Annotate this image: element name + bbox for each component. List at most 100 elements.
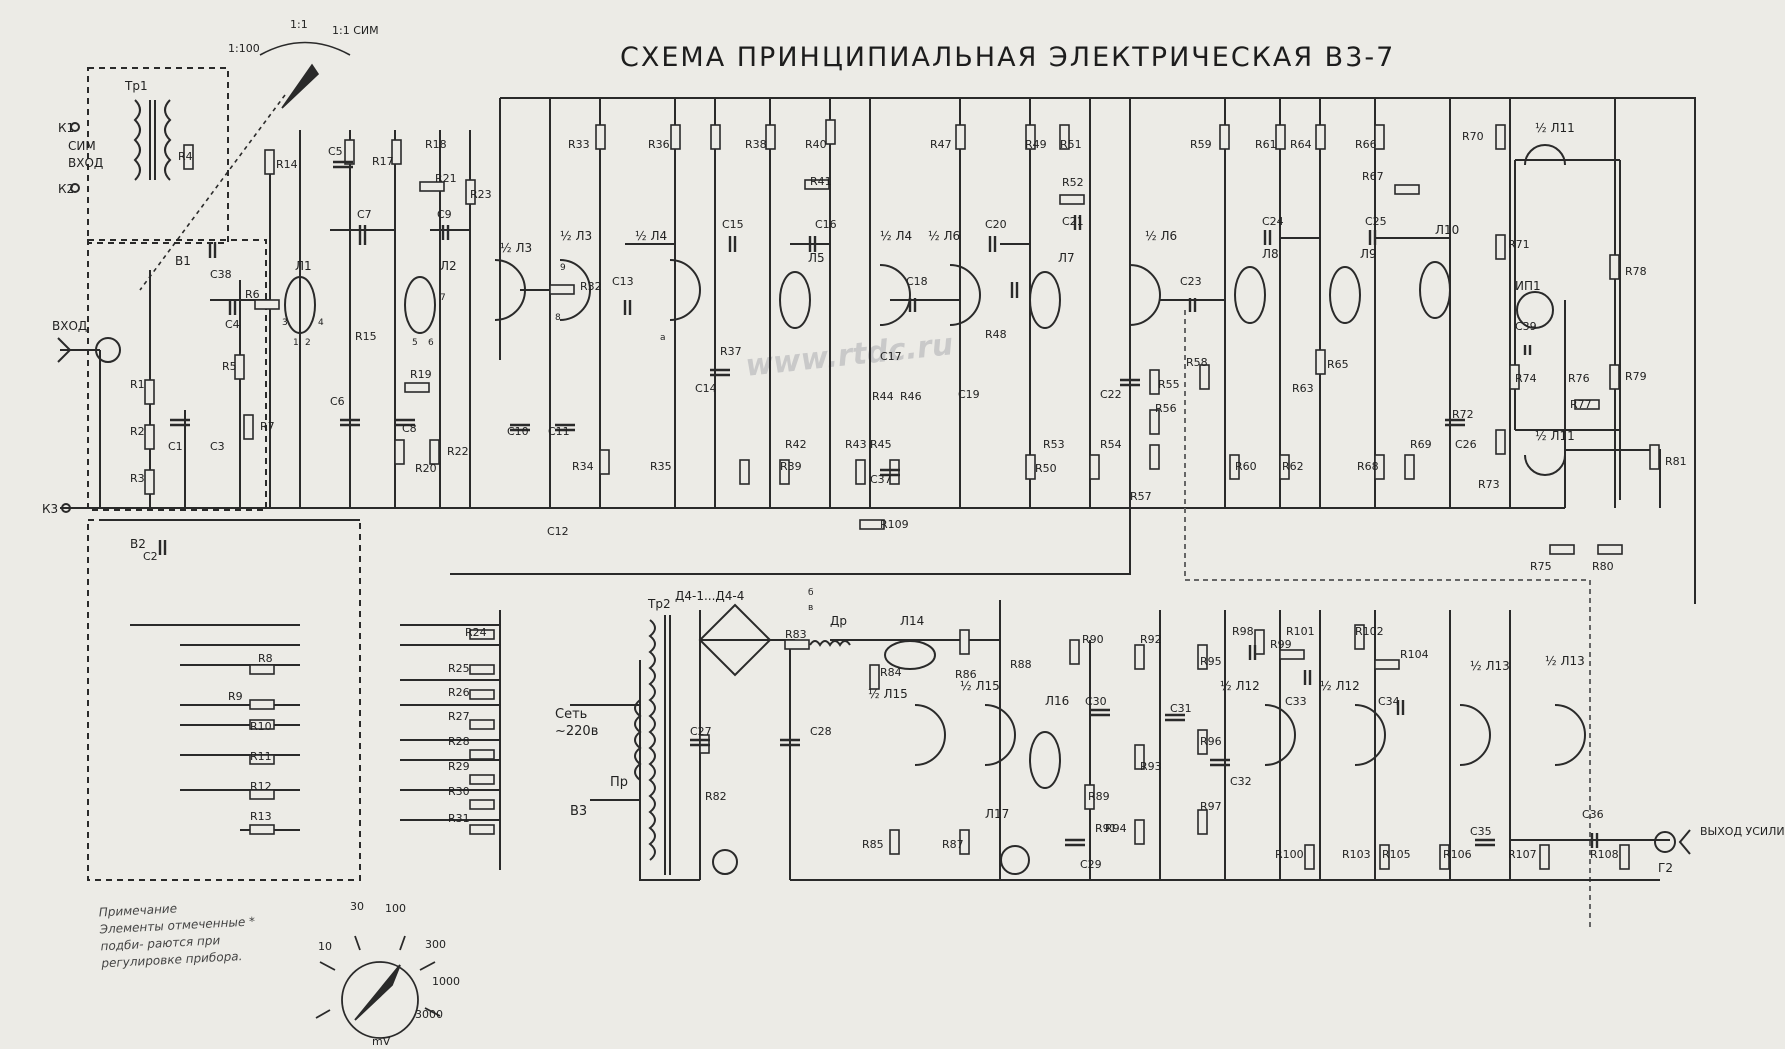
svg-text:C23: C23 — [1180, 275, 1202, 288]
svg-text:C15: C15 — [722, 218, 744, 231]
tube-l14 — [884, 640, 936, 670]
svg-text:R109: R109 — [880, 518, 909, 531]
sim-input-label: ВХОД — [68, 156, 103, 170]
svg-text:C1: C1 — [168, 440, 183, 453]
svg-text:R54: R54 — [1100, 438, 1122, 451]
svg-text:R12: R12 — [250, 780, 272, 793]
svg-text:R84: R84 — [880, 666, 902, 679]
tube-l17 — [1000, 845, 1030, 875]
svg-text:R62: R62 — [1282, 460, 1304, 473]
svg-text:R9: R9 — [228, 690, 243, 703]
tr1-shield — [87, 67, 229, 244]
svg-text:R11: R11 — [250, 750, 272, 763]
g2-label: Г2 — [1658, 861, 1673, 875]
svg-text:½ Л15: ½ Л15 — [868, 687, 908, 701]
svg-text:R96: R96 — [1200, 735, 1222, 748]
bottom-meter-labels: 10 30 100 300 1000 3000 mV — [318, 900, 460, 1048]
svg-text:C11: C11 — [548, 425, 570, 438]
svg-text:R82: R82 — [705, 790, 727, 803]
input-shield — [87, 239, 267, 511]
svg-text:C3: C3 — [210, 440, 225, 453]
input-label: ВХОД — [52, 319, 87, 333]
svg-text:R87: R87 — [942, 838, 964, 851]
svg-text:C18: C18 — [906, 275, 928, 288]
component-labels: Тр1 Тр2 Д4-1...Д4-4 Др В1 В2 Л1 Л2 ½ Л3 … — [124, 79, 1585, 821]
svg-text:Л8: Л8 — [1262, 247, 1279, 261]
svg-text:C7: C7 — [357, 208, 372, 221]
tubes — [284, 144, 1586, 875]
sim-label: СИМ — [68, 139, 96, 153]
secondary-bus — [100, 430, 1131, 575]
svg-text:C28: C28 — [810, 725, 832, 738]
svg-text:R52: R52 — [1062, 176, 1084, 189]
svg-text:R35: R35 — [650, 460, 672, 473]
meter-bridge-wiring — [1514, 159, 1661, 508]
svg-text:R103: R103 — [1342, 848, 1371, 861]
svg-text:R86: R86 — [955, 668, 977, 681]
svg-text:1: 1 — [293, 338, 299, 348]
svg-text:R89: R89 — [1088, 790, 1110, 803]
tube-l11a — [1524, 144, 1566, 166]
svg-text:9: 9 — [560, 263, 566, 273]
svg-text:C5: C5 — [328, 145, 343, 158]
tube-l15a — [914, 704, 946, 766]
svg-text:R99: R99 — [1270, 638, 1292, 651]
svg-text:3: 3 — [282, 318, 288, 328]
svg-text:½ Л11: ½ Л11 — [1535, 429, 1575, 443]
svg-text:C27: C27 — [690, 725, 712, 738]
svg-text:R101: R101 — [1286, 625, 1315, 638]
svg-text:R15: R15 — [355, 330, 377, 343]
svg-text:R48: R48 — [985, 328, 1007, 341]
svg-text:½ Л6: ½ Л6 — [1145, 229, 1177, 243]
svg-text:R58: R58 — [1186, 356, 1208, 369]
svg-text:R27: R27 — [448, 710, 470, 723]
svg-text:½ Л4: ½ Л4 — [880, 229, 912, 243]
hv-rail-top — [500, 97, 1696, 604]
svg-text:R14: R14 — [276, 158, 298, 171]
svg-text:C20: C20 — [985, 218, 1007, 231]
mains-labels: Сеть ~220в Пр В3 — [555, 707, 628, 819]
svg-text:R63: R63 — [1292, 382, 1314, 395]
svg-text:½ Л13: ½ Л13 — [1545, 654, 1585, 668]
k3-label: К3 — [42, 502, 58, 516]
svg-text:½ Л6: ½ Л6 — [928, 229, 960, 243]
svg-text:R76: R76 — [1568, 372, 1590, 385]
svg-text:R2: R2 — [130, 425, 145, 438]
svg-text:R50: R50 — [1035, 462, 1057, 475]
fuse-label: Пр — [610, 775, 628, 790]
svg-text:C21: C21 — [1062, 215, 1084, 228]
svg-text:R77: R77 — [1570, 398, 1592, 411]
svg-text:R19: R19 — [410, 368, 432, 381]
svg-text:R20: R20 — [415, 462, 437, 475]
svg-text:R108: R108 — [1590, 848, 1619, 861]
k2-label: К2 — [58, 182, 74, 196]
svg-text:C37: C37 — [870, 473, 892, 486]
svg-text:R65: R65 — [1327, 358, 1349, 371]
svg-text:½ Л12: ½ Л12 — [1220, 679, 1260, 693]
svg-text:R22: R22 — [447, 445, 469, 458]
shield-cable — [1184, 310, 1591, 930]
svg-text:R100: R100 — [1275, 848, 1304, 861]
connector-labels: К1 СИМ ВХОД К2 ВХОД К3 ВЫХОД УСИЛИ- ТЕЛЯ… — [42, 121, 1785, 875]
svg-text:R13: R13 — [250, 810, 272, 823]
tube-l16 — [1029, 731, 1061, 789]
capacitor-designators: C1 C2 C3 C4 C5 C6 C7 C8 C9 C10 C11 C12 C… — [143, 145, 1604, 871]
bottom-meter-dial — [315, 935, 441, 1039]
svg-text:C8: C8 — [402, 422, 417, 435]
tube-l12b — [1354, 704, 1386, 766]
svg-text:C38: C38 — [210, 268, 232, 281]
svg-text:R29: R29 — [448, 760, 470, 773]
connectors — [57, 122, 1691, 855]
tube-l10 — [1419, 261, 1451, 319]
svg-text:R57: R57 — [1130, 490, 1152, 503]
svg-text:C35: C35 — [1470, 825, 1492, 838]
svg-text:100: 100 — [385, 902, 406, 915]
svg-text:а: а — [660, 333, 666, 343]
svg-text:R104: R104 — [1400, 648, 1429, 661]
svg-text:R18: R18 — [425, 138, 447, 151]
mains-voltage: ~220в — [555, 724, 598, 739]
svg-text:C16: C16 — [815, 218, 837, 231]
svg-text:R68: R68 — [1357, 460, 1379, 473]
svg-text:C4: C4 — [225, 318, 240, 331]
